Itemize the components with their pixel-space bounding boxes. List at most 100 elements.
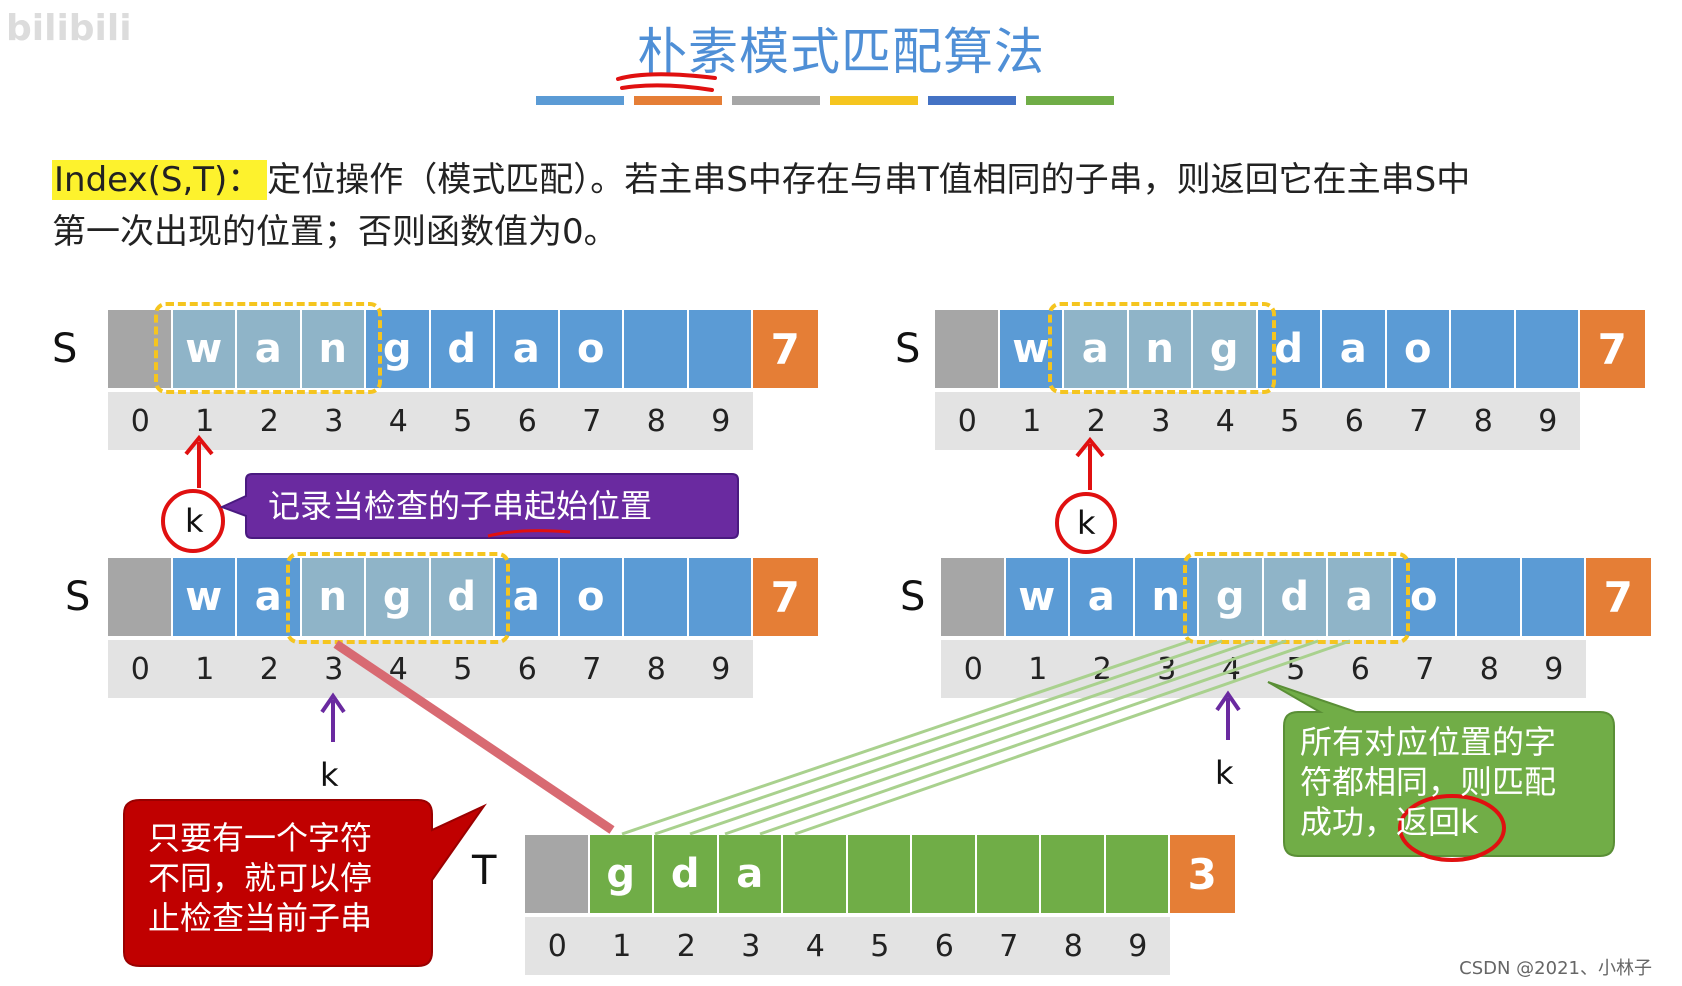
panel-4-index-cell: 0: [941, 640, 1006, 698]
panel-5-cell-0: [525, 835, 590, 913]
panel-4-char-cell: g: [1199, 558, 1264, 636]
panel-5-char-cell: [783, 835, 848, 913]
panel-2-index-cell: 6: [1322, 392, 1387, 450]
panel-5-char-cell: [976, 835, 1041, 913]
panel-2-char-cell: w: [999, 310, 1064, 388]
panel-3-index-cell: 9: [688, 640, 753, 698]
panel-3-char-cell: [688, 558, 753, 636]
description-line-2: 第一次出现的位置；否则函数值为0。: [52, 212, 618, 252]
panel-5-index-cell: 1: [589, 917, 654, 975]
panel-2-char-cell: a: [1322, 310, 1387, 388]
panel-2-char-cell: [1451, 310, 1516, 388]
panel-1-char-cell: [688, 310, 753, 388]
panel-3-index-cell: 1: [172, 640, 237, 698]
csdn-watermark: CSDN @2021、小林子: [1459, 958, 1652, 979]
legend-bar-4: [928, 96, 1016, 105]
panel-1-index-cell: 6: [495, 392, 560, 450]
panel-2-index-cell: 7: [1386, 392, 1451, 450]
panel-4-char-cell: [1457, 558, 1522, 636]
panel-5-index-cell: 3: [718, 917, 783, 975]
panel-4-index-cell: 7: [1392, 640, 1457, 698]
panel-4-label: S: [900, 574, 926, 620]
panel-4-char-cell: [1521, 558, 1586, 636]
panel-2-index-cell: 9: [1515, 392, 1580, 450]
panel-3-index-cell: 0: [108, 640, 173, 698]
panel-2-cell-0: [935, 310, 1000, 388]
panel-5-index-cell: 0: [525, 917, 590, 975]
panel-5-char-cell: [1041, 835, 1106, 913]
panel-4-char-cell: o: [1392, 558, 1457, 636]
legend-bar-1: [634, 96, 722, 105]
panel-2-char-cell: n: [1128, 310, 1193, 388]
panel-2-index-cell: 1: [999, 392, 1064, 450]
panel-2-index-cell: 2: [1064, 392, 1129, 450]
purple-callout-text: 记录当检查的子串起始位置: [268, 487, 653, 525]
panel-5-index-cell: 6: [912, 917, 977, 975]
panel-4-index-cell: 9: [1521, 640, 1586, 698]
panel-1-index-cell: 1: [172, 392, 237, 450]
panel-3-char-cell: g: [366, 558, 431, 636]
panel-3-char-cell: a: [495, 558, 560, 636]
panel-3-index-cell: 6: [495, 640, 560, 698]
red-callout-text: 只要有一个字符 不同，就可以停 止检查当前子串: [148, 819, 373, 937]
panel-1-cell-0: [108, 310, 173, 388]
panel-5-label: T: [472, 848, 497, 894]
panel-5-index-cell: 9: [1105, 917, 1170, 975]
panel-1-match-window: [154, 302, 382, 394]
panel-4-char-cell: n: [1134, 558, 1199, 636]
panel-3-char-cell: n: [301, 558, 366, 636]
legend-bar-3: [830, 96, 918, 105]
panel-2-char-cell: a: [1064, 310, 1129, 388]
function-name-highlight: Index(S,T)：: [52, 160, 268, 200]
panel-3-cell-0: [108, 558, 173, 636]
panel-3-char-cell: o: [559, 558, 624, 636]
k-label-2: k: [1077, 504, 1096, 542]
panel-3-index-cell: 5: [430, 640, 495, 698]
legend-bar-2: [732, 96, 820, 105]
panel-3-index-cell: 8: [624, 640, 689, 698]
panel-3-char-cell: a: [237, 558, 302, 636]
panel-2-char-cell: o: [1386, 310, 1451, 388]
panel-4-match-window: [1183, 552, 1410, 644]
legend-color-bar: [536, 96, 1114, 105]
panel-5-index-cell: 5: [847, 917, 912, 975]
panel-5-index-cell: 8: [1041, 917, 1106, 975]
panel-4-cell-0: [941, 558, 1006, 636]
panel-1-length-cell: 7: [753, 310, 818, 388]
panel-4-index-cell: 6: [1328, 640, 1393, 698]
description-line-1: Index(S,T)：定位操作（模式匹配）。若主串S中存在与串T值相同的子串，则…: [52, 152, 1470, 201]
legend-bar-0: [536, 96, 624, 105]
green-callout-text: 所有对应位置的字 符都相同，则匹配 成功，返回k: [1300, 723, 1557, 841]
panel-1-index-cell: 9: [688, 392, 753, 450]
k-label-1: k: [185, 502, 204, 540]
panel-2-char-cell: [1515, 310, 1580, 388]
panel-1-label: S: [52, 326, 78, 372]
panel-1-index-cell: 7: [559, 392, 624, 450]
panel-4-index-cell: 5: [1263, 640, 1328, 698]
panel-1-index-cell: 8: [624, 392, 689, 450]
panel-1-index-cell: 0: [108, 392, 173, 450]
panel-1-char-cell: g: [366, 310, 431, 388]
panel-5-char-cell: a: [718, 835, 783, 913]
panel-2-char-cell: g: [1193, 310, 1258, 388]
panel-5-char-cell: [912, 835, 977, 913]
description-text-1: 定位操作（模式匹配）。若主串S中存在与串T值相同的子串，则返回它在主串S中: [267, 160, 1471, 200]
panel-4-char-cell: a: [1070, 558, 1135, 636]
panel-3-label: S: [65, 574, 91, 620]
panel-2-index-cell: 3: [1128, 392, 1193, 450]
panel-2-index-cell: 4: [1193, 392, 1258, 450]
page-title: 朴素模式匹配算法: [637, 23, 1045, 81]
panel-3-index-cell: 7: [559, 640, 624, 698]
k-label-3: k: [320, 756, 339, 794]
panel-2-match-window: [1048, 302, 1276, 394]
panel-4-index-cell: 1: [1005, 640, 1070, 698]
panel-5-char-cell: [1105, 835, 1170, 913]
panel-4-index-cell: 2: [1070, 640, 1135, 698]
panel-1-char-cell: d: [430, 310, 495, 388]
panel-5-index-cell: 4: [783, 917, 848, 975]
panel-3-index-cell: 3: [301, 640, 366, 698]
panel-2-label: S: [895, 326, 921, 372]
panel-3-index-cell: 4: [366, 640, 431, 698]
